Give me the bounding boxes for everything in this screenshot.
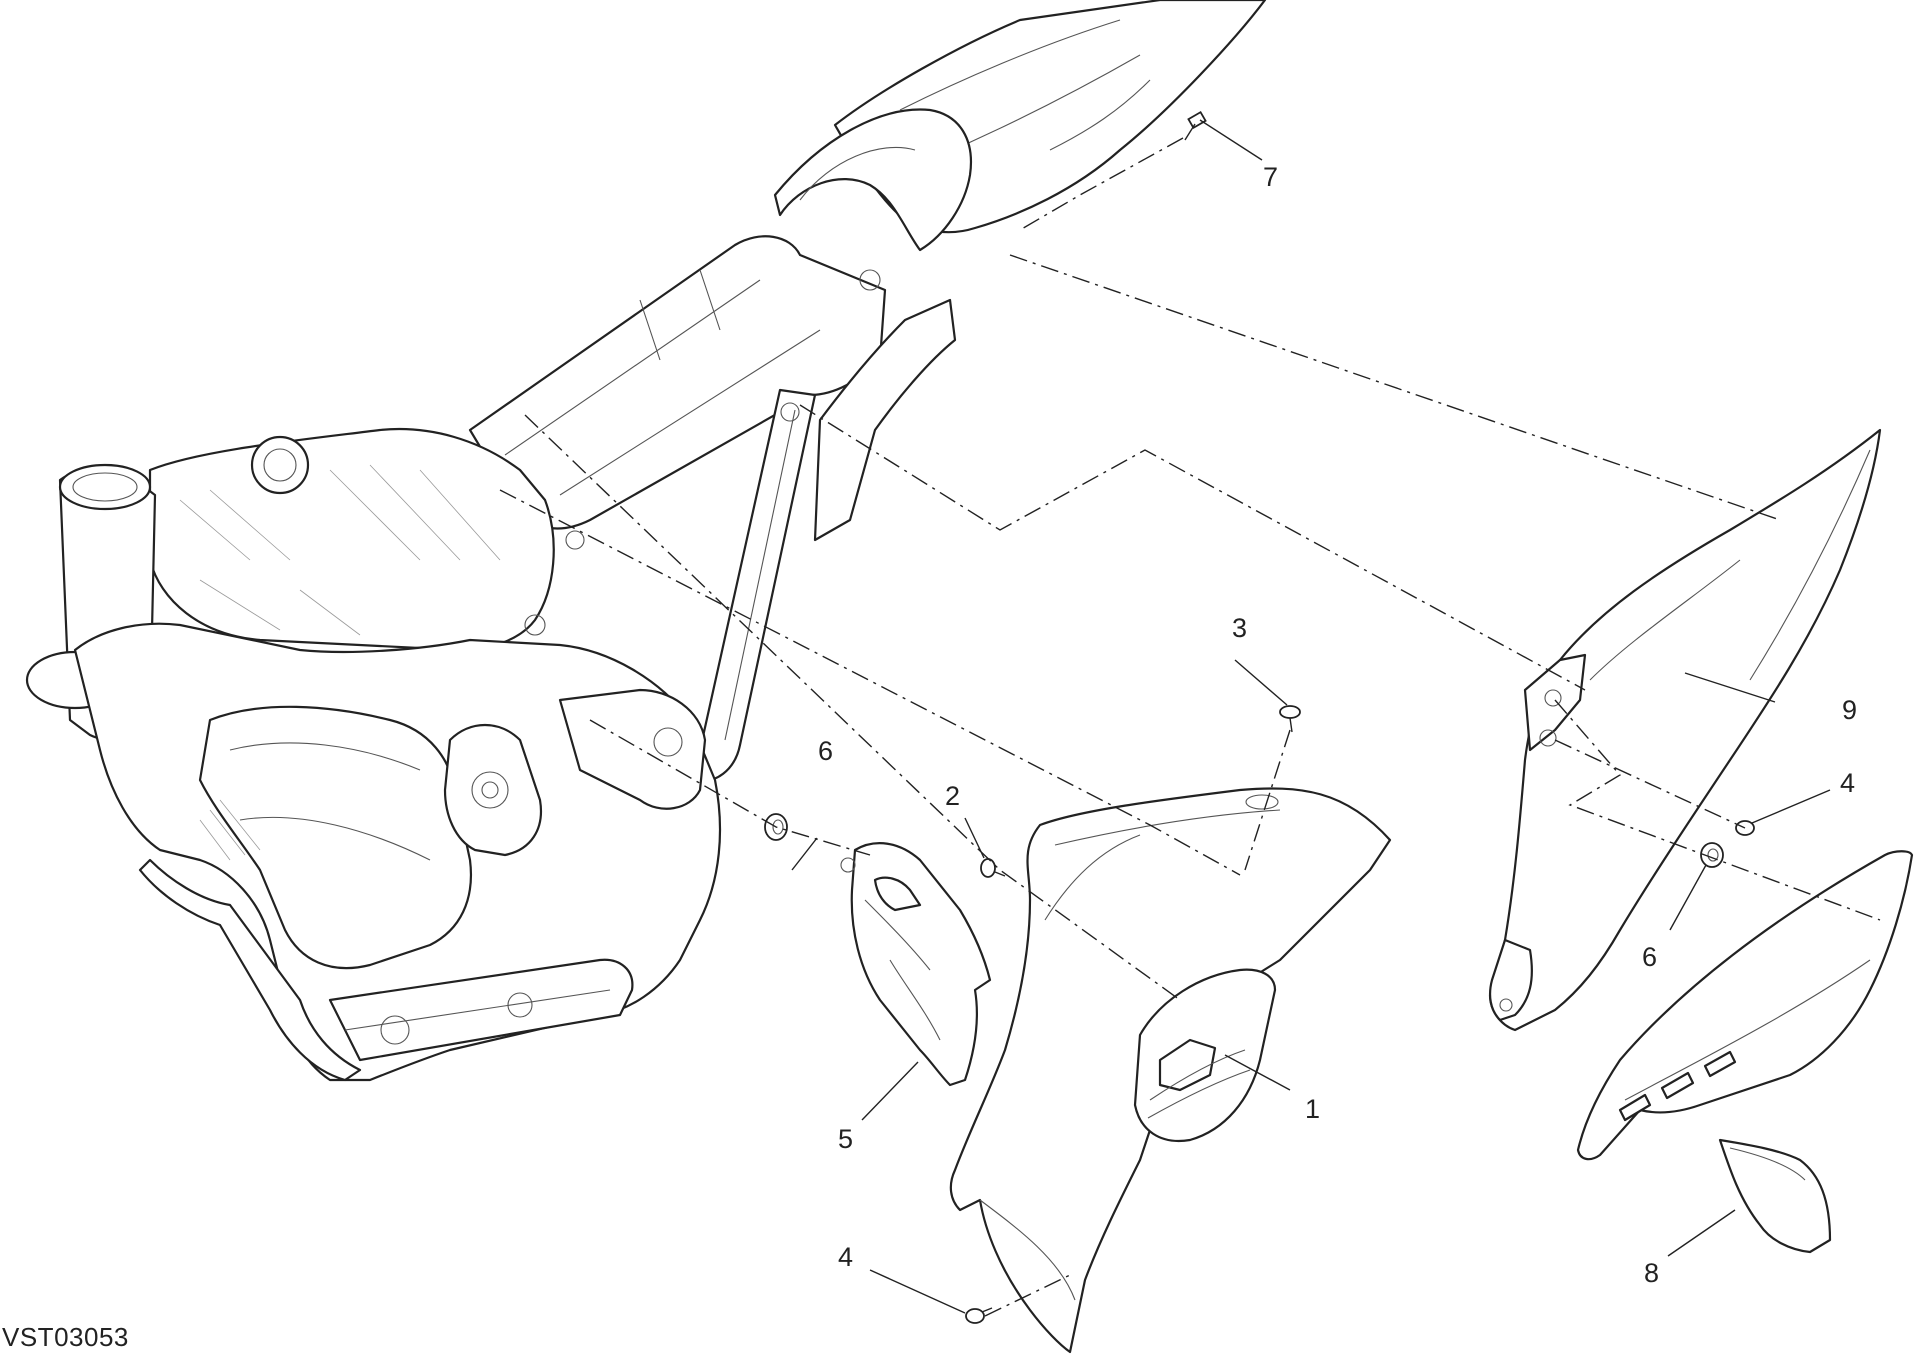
side-cover-1 bbox=[949, 787, 1392, 1354]
inner-panel-5 bbox=[840, 842, 992, 1087]
motorcycle-frame bbox=[25, 0, 1267, 1082]
rear-panel-9 bbox=[1488, 428, 1882, 1032]
assembly-lines bbox=[499, 137, 1881, 1317]
callout-2: 2 bbox=[945, 781, 960, 811]
callout-7: 7 bbox=[1263, 162, 1278, 192]
grommet-6-right bbox=[1700, 842, 1724, 868]
callout-labels: 1 2 3 4 4 5 6 6 7 8 9 bbox=[818, 162, 1857, 1288]
leader-lines bbox=[791, 119, 1831, 1314]
document-code: VST03053 bbox=[2, 1322, 129, 1352]
callout-5: 5 bbox=[838, 1124, 853, 1154]
callout-9: 9 bbox=[1842, 695, 1857, 725]
callout-4-lower: 4 bbox=[838, 1242, 853, 1272]
callout-3: 3 bbox=[1232, 613, 1247, 643]
screw-2 bbox=[980, 858, 1006, 878]
callout-4-right: 4 bbox=[1840, 768, 1855, 798]
callout-6-left: 6 bbox=[818, 736, 833, 766]
callout-1: 1 bbox=[1305, 1094, 1320, 1124]
callout-8: 8 bbox=[1644, 1258, 1659, 1288]
callout-6-right: 6 bbox=[1642, 942, 1657, 972]
rear-panel-8 bbox=[1576, 850, 1914, 1254]
screw-3 bbox=[1279, 705, 1301, 733]
bolt-7 bbox=[1184, 110, 1207, 141]
screw-4-lower bbox=[965, 1307, 993, 1324]
